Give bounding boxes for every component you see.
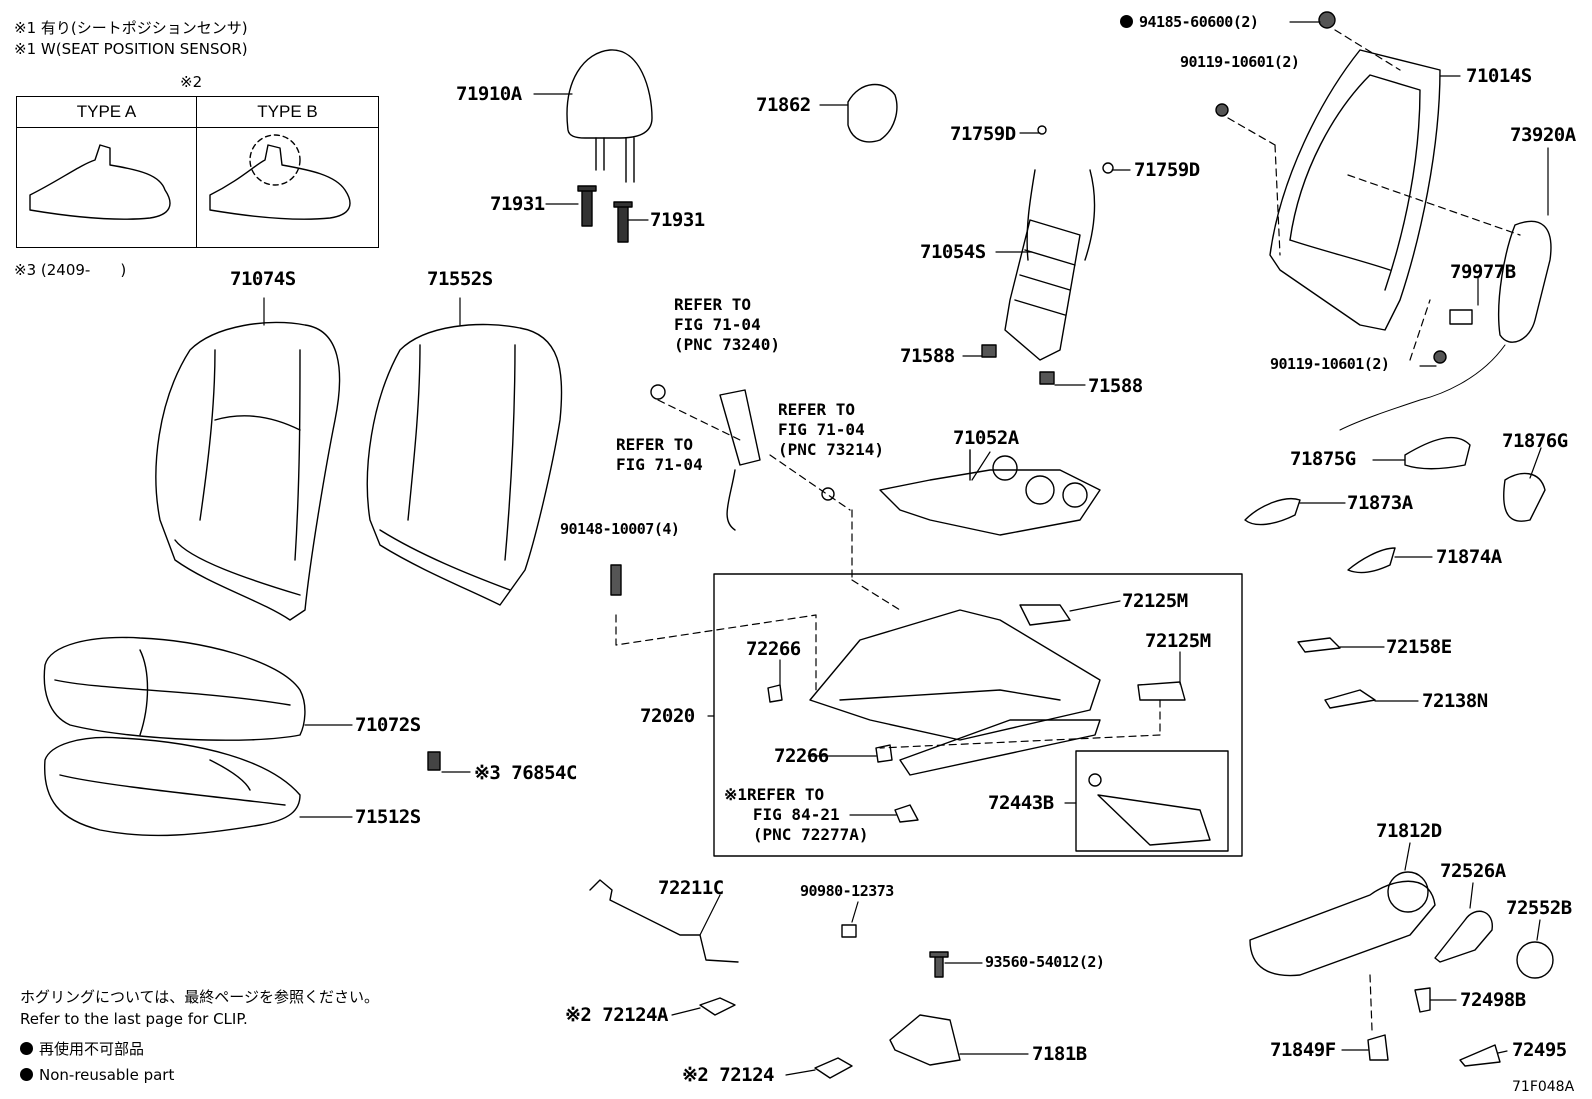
part-label-90980: 90980-12373	[800, 882, 894, 900]
part-label-72211C: 72211C	[658, 877, 724, 899]
type-sketch-drawing	[29, 134, 351, 220]
part-label-71873A: 71873A	[1347, 492, 1413, 514]
type-divider	[196, 97, 197, 247]
part-label-71588-b: 71588	[1088, 375, 1143, 397]
part-72443B-box	[1075, 750, 1229, 852]
type-b-header: TYPE B	[197, 97, 378, 128]
part-label-71874A: 71874A	[1436, 546, 1502, 568]
bracket-7181B-drawing	[889, 1014, 961, 1066]
cushion-pad-drawing	[44, 736, 301, 837]
lumbar-support-drawing	[1004, 169, 1096, 361]
part-label-72158E: 72158E	[1386, 636, 1452, 658]
part-label-72125M-b: 72125M	[1145, 630, 1211, 652]
headrest-guide-drawing	[577, 185, 633, 243]
part-label-76854C: ※3 76854C	[474, 762, 577, 784]
type-a-header: TYPE A	[17, 97, 196, 128]
part-label-71074S: 71074S	[230, 268, 296, 290]
part-label-71910A: 71910A	[456, 83, 522, 105]
part-label-7181B: 7181B	[1032, 1043, 1087, 1065]
refer-callout-73240: REFER TO FIG 71-04 (PNC 73240)	[674, 295, 780, 354]
part-label-71512S: 71512S	[355, 806, 421, 828]
headrest-drawing	[566, 49, 653, 183]
part-label-71552S: 71552S	[427, 268, 493, 290]
part-label-72124A: ※2 72124A	[565, 1004, 668, 1026]
part-label-72266-b: 72266	[774, 745, 829, 767]
legend-nonreusable-ja: 再使用不可部品	[20, 1042, 144, 1057]
part-label-71072S: 71072S	[355, 714, 421, 736]
part-label-93560: 93560-54012(2)	[985, 953, 1105, 971]
refer-callout-71-04: REFER TO FIG 71-04	[616, 435, 703, 474]
part-label-71052A: 71052A	[953, 427, 1019, 449]
refer-callout-72277A: ※1REFER TO FIG 84-21 (PNC 72277A)	[724, 785, 869, 844]
part-label-79977B: 79977B	[1450, 261, 1516, 283]
part-label-94185: 94185-60600(2)	[1120, 13, 1259, 31]
type-comparison-table: TYPE A TYPE B	[16, 96, 379, 248]
part-label-71014S: 71014S	[1466, 65, 1532, 87]
part-label-73920A: 73920A	[1510, 124, 1576, 146]
part-label-90119-a: 90119-10601(2)	[1180, 53, 1300, 71]
note-1-english: ※1 W(SEAT POSITION SENSOR)	[14, 40, 248, 58]
part-label-71931-a: 71931	[490, 193, 545, 215]
part-label-72498B: 72498B	[1460, 989, 1526, 1011]
part-label-72526A: 72526A	[1440, 860, 1506, 882]
seat-belt-buckle-drawing	[719, 389, 761, 531]
part-71862-drawing	[847, 83, 898, 143]
seatback-frame-drawing	[1269, 49, 1441, 331]
legend-nonreusable-en-text: Non-reusable part	[39, 1066, 175, 1084]
note-3-date: ※3 (2409- )	[14, 261, 127, 279]
legend-bullet-icon	[20, 1042, 33, 1055]
part-label-72125M-a: 72125M	[1122, 590, 1188, 612]
clip-note-english: Refer to the last page for CLIP.	[20, 1010, 248, 1028]
part-label-71812D: 71812D	[1376, 820, 1442, 842]
side-airbag-drawing	[1497, 220, 1552, 343]
part-label-90119-b: 90119-10601(2)	[1270, 355, 1390, 373]
part-label-72138N: 72138N	[1422, 690, 1488, 712]
wire-72211C-drawing	[589, 879, 739, 963]
part-label-72266-a: 72266	[746, 638, 801, 660]
part-label-71849F: 71849F	[1270, 1039, 1336, 1061]
part-label-71759D-b: 71759D	[1134, 159, 1200, 181]
part-label-72443B: 72443B	[988, 792, 1054, 814]
part-label-90148: 90148-10007(4)	[560, 520, 680, 538]
part-label-71054S: 71054S	[920, 241, 986, 263]
clip-note-japanese: ホグリングについては、最終ページを参照ください。	[20, 988, 379, 1006]
part-label-72495: 72495	[1512, 1039, 1567, 1061]
seat-spring-frame-drawing	[879, 449, 1101, 536]
part-label-72124: ※2 72124	[682, 1064, 775, 1086]
part-label-71875G: 71875G	[1290, 448, 1356, 470]
cushion-cover-drawing	[43, 636, 306, 741]
adjuster-group-box	[713, 573, 1243, 857]
figure-code: 71F048A	[1512, 1079, 1575, 1095]
refer-callout-73214: REFER TO FIG 71-04 (PNC 73214)	[778, 400, 884, 459]
part-label-71876G: 71876G	[1502, 430, 1568, 452]
part-label-72020: 72020	[640, 705, 695, 727]
side-shield-drawing	[1249, 880, 1436, 977]
seatback-cover-drawing	[155, 321, 341, 621]
part-label-71588-a: 71588	[900, 345, 955, 367]
legend-nonreusable-ja-text: 再使用不可部品	[39, 1040, 145, 1058]
part-label-72552B: 72552B	[1506, 897, 1572, 919]
part-label-71759D-a: 71759D	[950, 123, 1016, 145]
part-label-94185-text: 94185-60600(2)	[1139, 13, 1259, 31]
legend-bullet-icon	[20, 1068, 33, 1081]
note-2-marker: ※2	[180, 73, 203, 91]
seatback-pad-drawing	[366, 323, 563, 606]
non-reusable-bullet	[1120, 15, 1133, 28]
note-1-japanese: ※1 有り(シートポジションセンサ)	[14, 19, 248, 37]
legend-nonreusable-en: Non-reusable part	[20, 1068, 174, 1083]
part-label-71931-b: 71931	[650, 209, 705, 231]
seat-adjuster-drawing	[809, 604, 1211, 846]
part-label-71862: 71862	[756, 94, 811, 116]
